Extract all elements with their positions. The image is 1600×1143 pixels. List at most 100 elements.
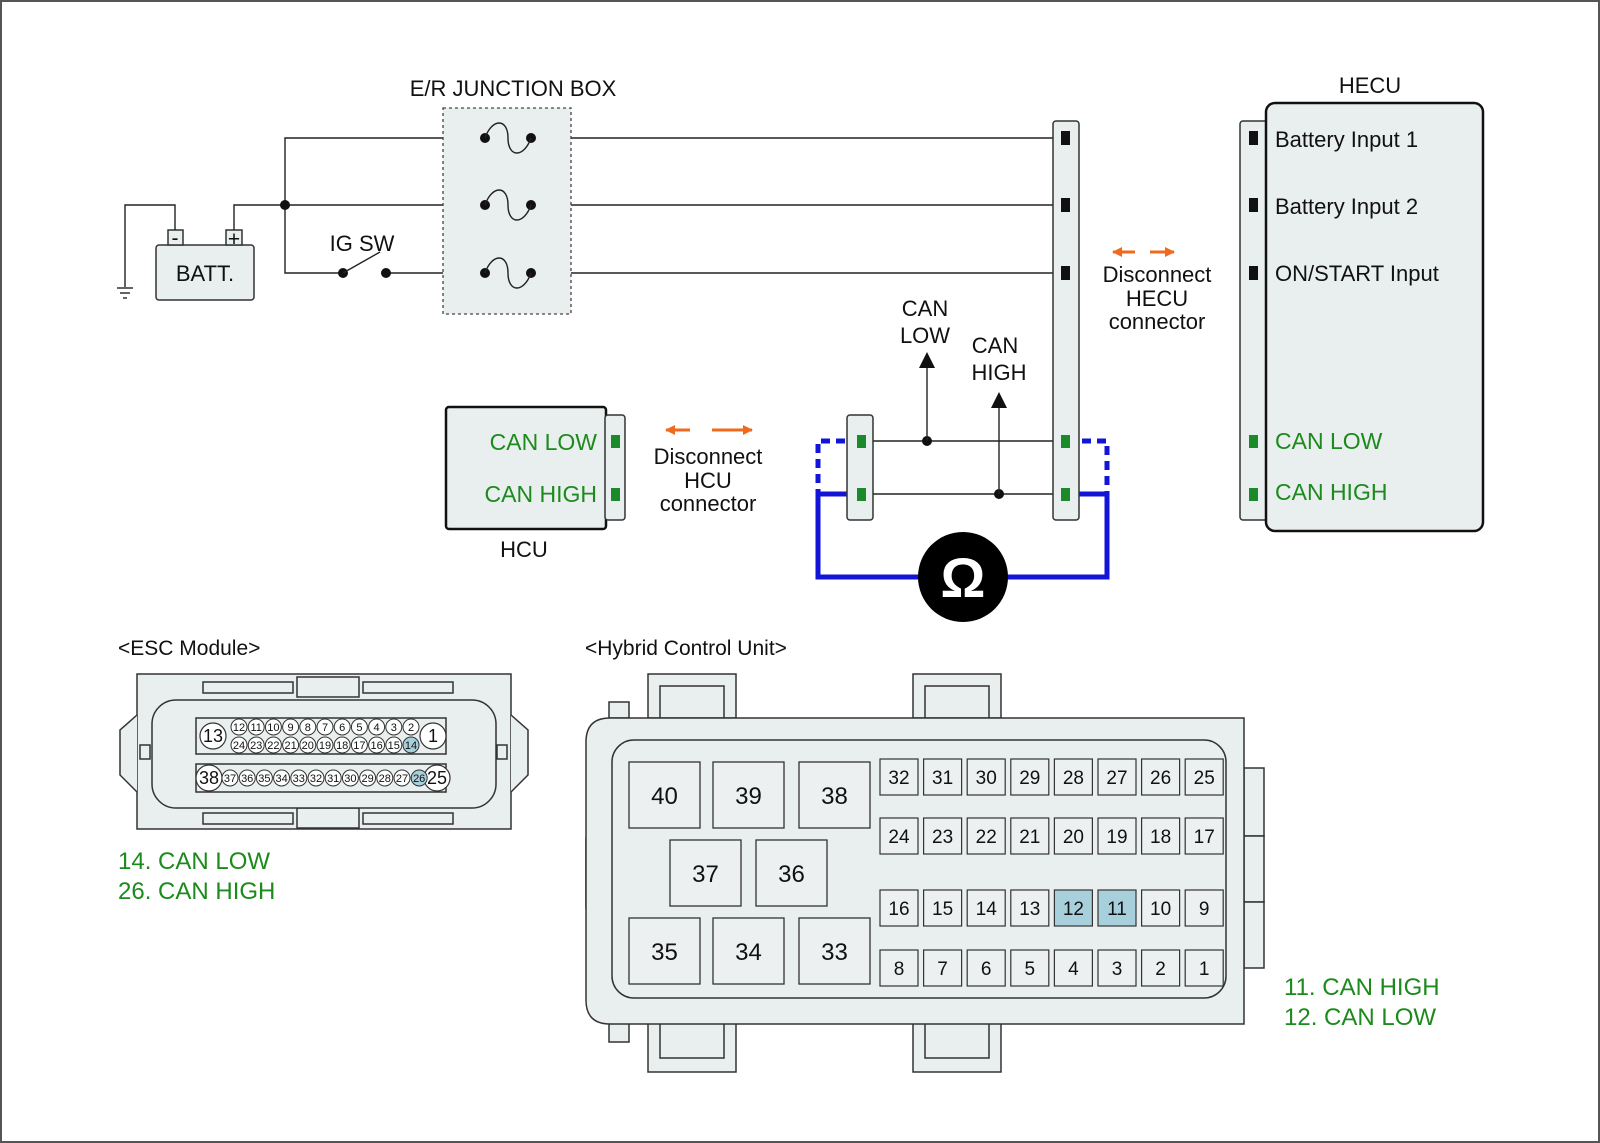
svg-text:5: 5 [1025,959,1036,980]
hcu-pin-2: 2 [1140,949,1181,987]
esc-pin-6: 6 [333,718,351,736]
svg-text:36: 36 [778,861,805,888]
esc-pin-27: 27 [393,769,411,787]
hcu-pin-19: 19 [1097,817,1137,855]
esc-pin-30: 30 [341,769,359,787]
esc-title: <ESC Module> [118,637,260,660]
esc-pin-19: 19 [316,736,334,754]
esc-pin-35: 35 [255,769,273,787]
svg-text:9: 9 [1199,899,1210,920]
svg-text:37: 37 [692,861,719,888]
svg-text:31: 31 [932,768,953,789]
esc-pin-11: 11 [247,718,265,736]
svg-text:14: 14 [405,740,417,752]
svg-text:13: 13 [1019,899,1040,920]
esc-pin-13: 13 [199,722,227,750]
svg-text:22: 22 [267,740,279,752]
svg-text:1: 1 [1199,959,1210,980]
esc-note-can-high: 26. CAN HIGH [118,878,275,905]
esc-pin-32: 32 [307,769,325,787]
svg-text:27: 27 [1106,768,1127,789]
battery-minus-label: - [172,227,179,250]
hcu-pin-24: 24 [879,817,919,855]
esc-pin-28: 28 [376,769,394,787]
svg-text:26: 26 [1150,768,1171,789]
esc-pin-38: 38 [195,764,223,792]
svg-text:9: 9 [288,722,294,734]
svg-text:10: 10 [1150,899,1171,920]
esc-pin-7: 7 [316,718,334,736]
hcu-pin-27: 27 [1097,758,1137,796]
svg-text:38: 38 [199,768,219,788]
hcu-pin-7: 7 [922,949,963,987]
hcu-pin-9: 9 [1184,889,1224,927]
esc-pin-9: 9 [282,718,300,736]
svg-text:19: 19 [1106,827,1127,848]
hcu-pin-14: 14 [966,889,1006,927]
fuse-3 [480,257,536,289]
hecu-pin-on-start-input: ON/START Input [1275,261,1439,286]
svg-text:20: 20 [1063,827,1084,848]
esc-pin-34: 34 [273,769,291,787]
hcu-pin-29: 29 [1010,758,1050,796]
hecu-pin-can-low: CAN LOW [1275,428,1383,454]
svg-text:37: 37 [224,773,236,785]
esc-pin-31: 31 [324,769,342,787]
esc-pin-2: 2 [402,718,420,736]
esc-pin-25: 25 [423,764,451,792]
junction-box-label: E/R JUNCTION BOX [410,76,617,101]
junction-box: E/R JUNCTION BOX [410,76,617,315]
svg-text:24: 24 [888,827,910,848]
esc-pin-10: 10 [264,718,282,736]
esc-pin-21: 21 [282,736,300,754]
fuse-1 [480,122,536,154]
hcu-pin-26: 26 [1140,758,1181,796]
esc-pin-18: 18 [333,736,351,754]
svg-text:36: 36 [241,773,253,785]
hcu-pin-11: 11 [1097,889,1137,927]
hcu-pin-39: 39 [712,761,785,829]
esc-pin-23: 23 [247,736,265,754]
hcu-title: HCU [500,537,548,562]
hecu-pin-battery-input-1: Battery Input 1 [1275,127,1418,152]
svg-text:26: 26 [413,773,425,785]
esc-pin-20: 20 [299,736,317,754]
esc-pin-26: 26 [410,769,428,787]
svg-text:29: 29 [361,773,373,785]
svg-text:6: 6 [981,959,992,980]
hcu-pin-6: 6 [966,949,1006,987]
svg-text:34: 34 [275,773,287,785]
svg-text:2: 2 [1155,959,1166,980]
can-high-probe-label-2: HIGH [972,360,1027,385]
svg-text:28: 28 [1063,768,1084,789]
svg-text:8: 8 [305,722,311,734]
disconnect-hecu-arrows: Disconnect HECU connector [1103,247,1211,334]
disconnect-hecu-line2: HECU [1126,286,1188,311]
svg-text:29: 29 [1019,768,1040,789]
hecu-title: HECU [1339,73,1401,98]
svg-text:39: 39 [735,783,762,810]
hcu-pin-can-low: CAN LOW [490,429,598,455]
svg-text:25: 25 [1194,768,1215,789]
hecu-pin-battery-input-2: Battery Input 2 [1275,194,1418,219]
hcu-pin-31: 31 [922,758,963,796]
hcu-pin-25: 25 [1184,758,1224,796]
svg-text:20: 20 [302,740,314,752]
svg-text:18: 18 [336,740,348,752]
svg-text:14: 14 [976,899,998,920]
svg-text:17: 17 [1194,827,1215,848]
hcu-pin-5: 5 [1010,949,1050,987]
hcu-pin-21: 21 [1010,817,1050,855]
svg-text:10: 10 [267,722,279,734]
esc-pin-12: 12 [230,718,248,736]
svg-text:33: 33 [821,939,848,966]
hcu-pin-10: 10 [1140,889,1181,927]
hcu-pin-36: 36 [755,839,828,907]
hcu-pin-1: 1 [1184,949,1224,987]
svg-text:35: 35 [651,939,678,966]
svg-text:6: 6 [339,722,345,734]
svg-text:35: 35 [258,773,270,785]
svg-text:13: 13 [203,726,223,746]
